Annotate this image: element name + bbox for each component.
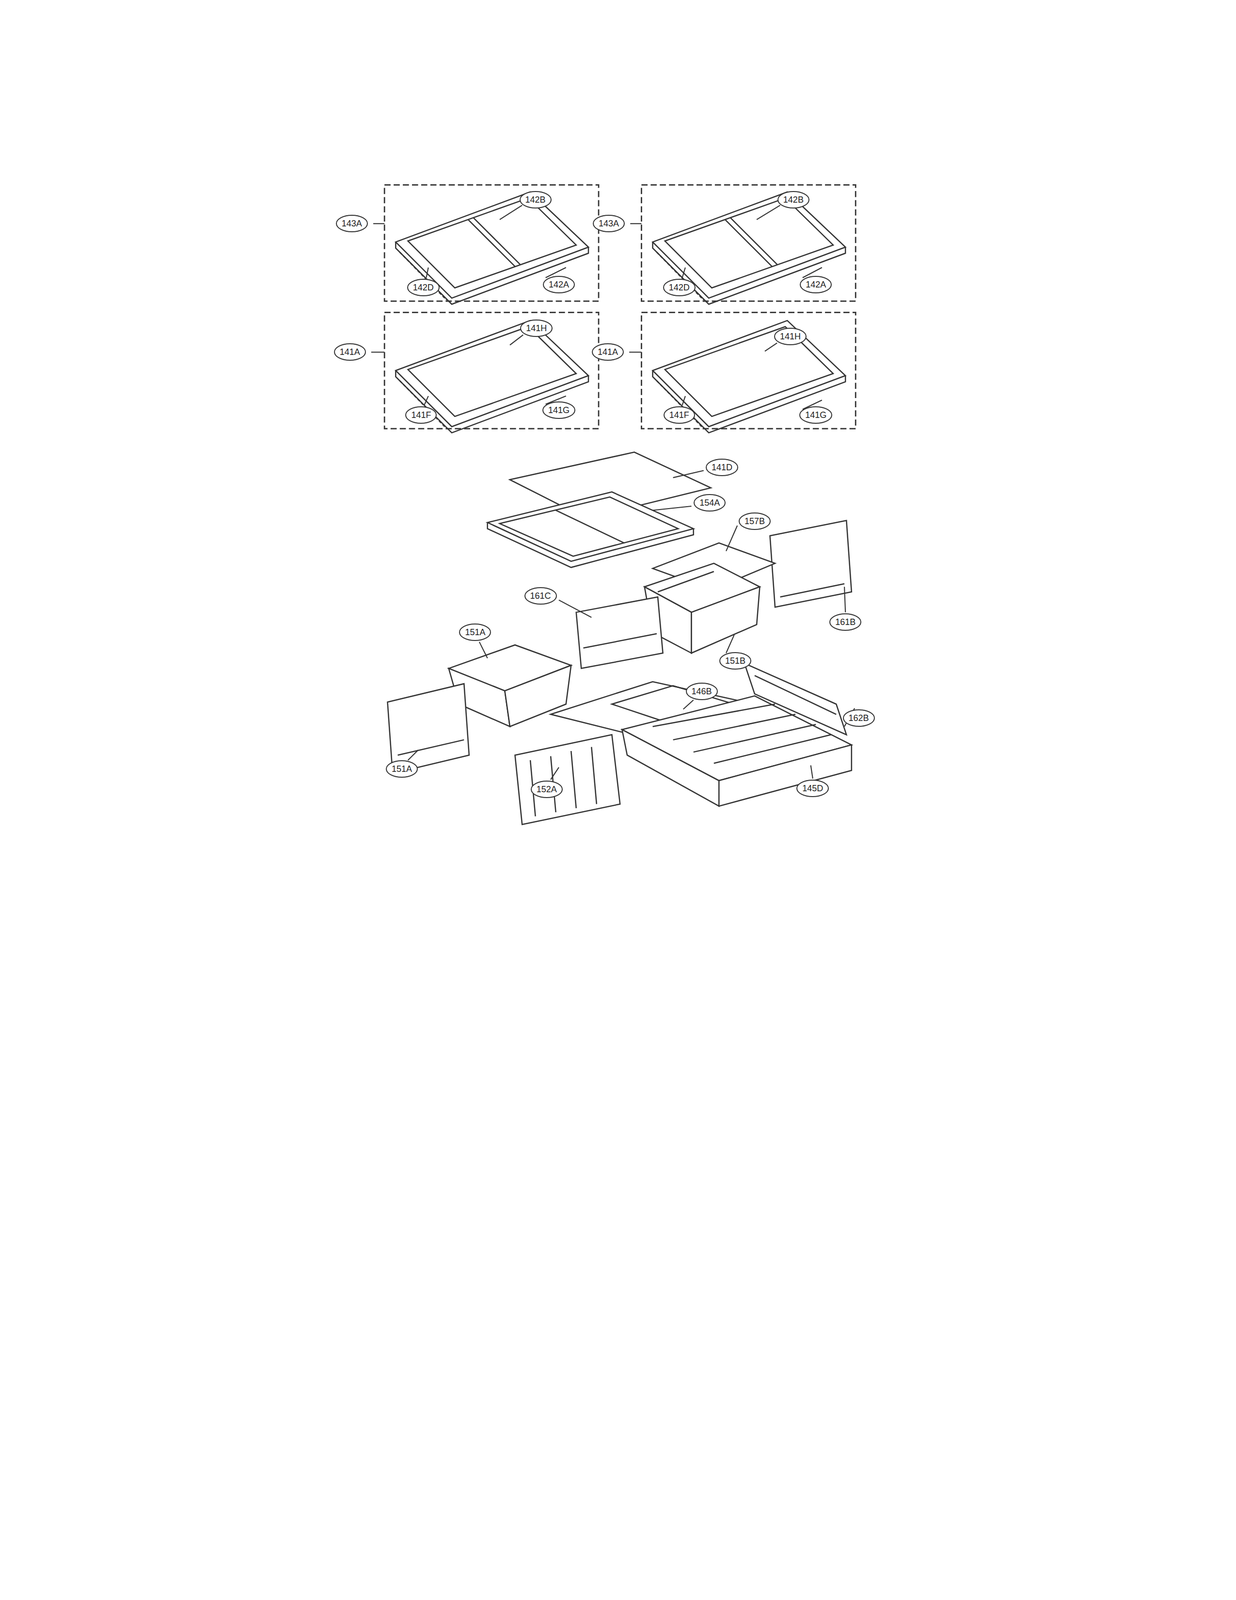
callout-number: 142B [777, 190, 810, 209]
callout-number: 141H [520, 319, 553, 337]
callout-number: 162B [842, 709, 875, 727]
callout-number: 141A [333, 343, 366, 361]
callout-number: 161B [829, 613, 862, 631]
callout-number: 143A [592, 214, 625, 233]
callout-number: 141F [663, 406, 696, 424]
callout-number: 151A [385, 760, 418, 778]
callout-number: 141G [542, 401, 576, 419]
callout-number: 142D [663, 278, 696, 297]
callout-number: 141D [705, 458, 739, 476]
callout-number: 141F [405, 406, 437, 424]
callout-number: 142D [407, 278, 440, 297]
callout-number: 142A [542, 275, 575, 294]
callout-number: 154A [693, 493, 726, 512]
callout-number: 145D [796, 779, 829, 797]
callout-number: 151A [459, 623, 492, 641]
callout-number: 142B [519, 190, 552, 209]
callout-number: 141G [799, 406, 833, 424]
callout-number: 142A [799, 275, 832, 294]
callout-number: 157B [738, 512, 771, 530]
callout-number: 141A [591, 343, 624, 361]
callout-number: 161C [524, 586, 557, 605]
callout-number: 143A [335, 214, 368, 233]
callout-number: 146B [685, 682, 718, 700]
